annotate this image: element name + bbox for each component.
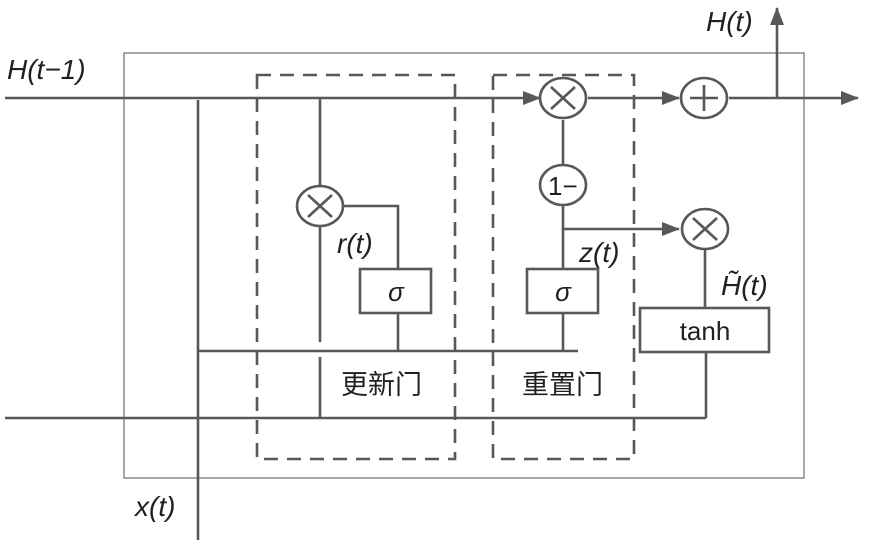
reset-signal-label: r(t): [337, 228, 373, 259]
tanh-label: tanh: [680, 316, 731, 346]
sigma-right-label: σ: [555, 277, 572, 307]
reset-gate-label: 重置门: [522, 370, 603, 401]
update-gate-region: [255, 73, 457, 461]
one-minus-node: 1−: [538, 163, 588, 207]
output-hidden-label: H(t): [706, 6, 753, 37]
candidate-multiply-node: [680, 207, 730, 251]
sigma-left-label: σ: [388, 277, 405, 307]
reset-multiply-node: [295, 184, 345, 228]
prev-hidden-label: H(t−1): [7, 54, 86, 85]
reset-signal-line: [344, 204, 400, 268]
input-label: x(t): [133, 491, 175, 522]
update-multiply-node: [538, 76, 588, 120]
candidate-label: H̃(t): [721, 270, 768, 301]
reset-gate-region: [491, 73, 636, 461]
update-signal-label: z(t): [578, 237, 619, 268]
cell-frame: [123, 52, 805, 479]
sigma-left-box: σ: [358, 267, 433, 315]
sigma-right-box: σ: [525, 267, 600, 315]
tanh-box: tanh: [638, 306, 771, 354]
one-minus-label: 1−: [548, 171, 578, 201]
update-gate-label: 更新门: [341, 370, 422, 401]
add-node: [679, 76, 729, 120]
